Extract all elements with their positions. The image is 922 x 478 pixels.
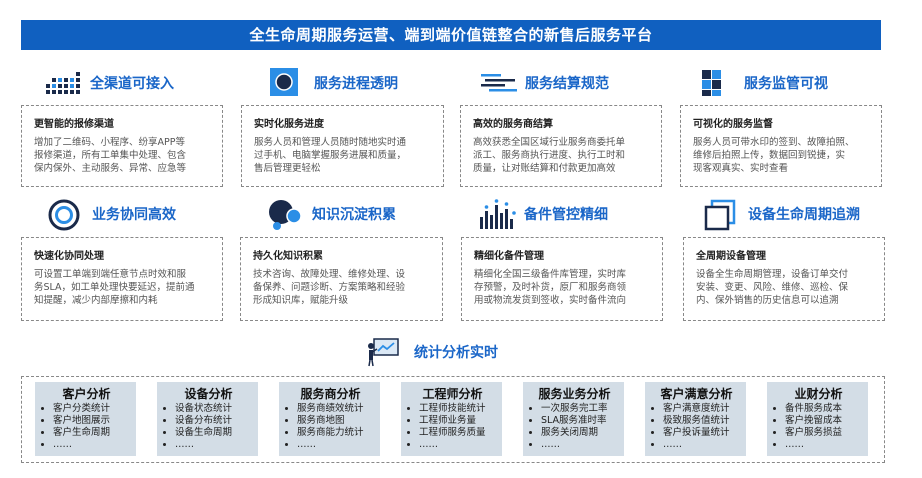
squares-icon	[700, 68, 734, 98]
feature-subtitle: 持久化知识积累	[253, 251, 323, 262]
feature-description: 可设置工单端到端任意节点时效和服务SLA，如工单处理快要延迟，提前通知提醒，减少…	[34, 269, 195, 306]
stat-group-list: 客户分类统计客户地图展示客户生命周期……	[41, 403, 132, 451]
stat-group-title: 服务业务分析	[538, 387, 611, 401]
feature-card-lifecycle: 全周期设备管理 设备全生命周期管理，设备订单交付安装、变更、风险、维修、巡检、保…	[683, 237, 885, 321]
stat-group-satisfaction: 客户满意分析 客户满意度统计极致服务值统计客户投诉量统计……	[645, 382, 746, 456]
stat-group-finance: 业财分析 备件服务成本客户挽留成本客户服务损益……	[767, 382, 868, 456]
feature-description: 设备全生命周期管理，设备订单交付安装、变更、风险、维修、巡检、保内、保外销售的历…	[696, 269, 849, 306]
lines-icon	[481, 68, 517, 98]
stat-group-device: 设备分析 设备状态统计设备分布统计设备生命周期……	[157, 382, 258, 456]
feature-title: 业务协同高效	[92, 207, 176, 223]
feature-header-supervision: 服务监管可视	[700, 68, 828, 98]
feature-description: 服务人员和管理人员随时随地实时通过手机、电脑掌握服务进展和质量，售后管理更轻松	[254, 137, 407, 174]
stat-group-title: 工程师分析	[422, 387, 483, 401]
stat-group-list: 工程师技能统计工程师业务量工程师服务质量……	[407, 403, 498, 451]
feature-title: 知识沉淀积累	[312, 207, 396, 223]
feature-subtitle: 更智能的报修渠道	[34, 119, 114, 130]
page-banner: 全生命周期服务运营、端到端价值链整合的新售后服务平台	[21, 20, 881, 50]
bar-chart-icon	[480, 199, 516, 229]
bar-grid-icon	[46, 68, 80, 98]
stats-header: 统计分析实时	[366, 337, 498, 367]
feature-subtitle: 精细化备件管理	[474, 251, 544, 262]
ring-icon	[48, 199, 82, 231]
feature-card-settlement: 高效的服务商结算 高效获悉全国区域行业服务商委托单派工、服务商执行进度、执行工时…	[460, 105, 662, 187]
stat-group-engineer: 工程师分析 工程师技能统计工程师业务量工程师服务质量……	[401, 382, 502, 456]
feature-subtitle: 实时化服务进度	[254, 119, 324, 130]
feature-subtitle: 快速化协同处理	[34, 251, 104, 262]
feature-header-lifecycle: 设备生命周期追溯	[704, 199, 860, 231]
stat-group-title: 服务商分析	[300, 387, 361, 401]
stats-container	[21, 376, 885, 463]
feature-description: 服务人员可带水印的签到、故障拍照、维修后拍照上传，数据回到锐捷，实现客观真实、实…	[693, 137, 855, 174]
feature-card-progress: 实时化服务进度 服务人员和管理人员随时随地实时通过手机、电脑掌握服务进展和质量，…	[241, 105, 444, 187]
stat-group-service: 服务业务分析 一次服务完工率SLA服务准时率服务关闭周期……	[523, 382, 624, 456]
stat-group-title: 客户分析	[62, 387, 111, 401]
stat-group-customer: 客户分析 客户分类统计客户地图展示客户生命周期……	[35, 382, 136, 456]
stat-group-list: 一次服务完工率SLA服务准时率服务关闭周期……	[529, 403, 620, 451]
feature-card-collaboration: 快速化协同处理 可设置工单端到端任意节点时效和服务SLA，如工单处理快要延迟，提…	[21, 237, 223, 321]
stat-group-title: 设备分析	[184, 387, 233, 401]
feature-title: 服务进程透明	[314, 76, 398, 92]
feature-title: 服务监管可视	[744, 76, 828, 92]
feature-header-collaboration: 业务协同高效	[48, 199, 176, 231]
stat-group-list: 服务商绩效统计服务商地图服务商能力统计……	[285, 403, 376, 451]
feature-card-knowledge: 持久化知识积累 技术咨询、故障处理、维修处理、设备保养、问题诊断、方案策略和经验…	[240, 237, 443, 321]
feature-card-channels: 更智能的报修渠道 增加了二维码、小程序、纷享APP等报修渠道，所有工单集中处理、…	[21, 105, 223, 187]
stat-group-list: 备件服务成本客户挽留成本客户服务损益……	[773, 403, 864, 451]
feature-description: 增加了二维码、小程序、纷享APP等报修渠道，所有工单集中处理、包含保内保外、主动…	[34, 137, 187, 174]
stat-group-provider: 服务商分析 服务商绩效统计服务商地图服务商能力统计……	[279, 382, 380, 456]
stat-group-list: 客户满意度统计极致服务值统计客户投诉量统计……	[651, 403, 742, 451]
stat-group-title: 业财分析	[794, 387, 843, 401]
stacked-squares-icon	[704, 199, 738, 231]
feature-header-channels: 全渠道可接入	[46, 68, 174, 98]
feature-card-supervision: 可视化的服务监督 服务人员可带水印的签到、故障拍照、维修后拍照上传，数据回到锐捷…	[680, 105, 882, 187]
feature-card-spare-parts: 精细化备件管理 精细化全国三级备件库管理，实时库存预警，及时补货，原厂和服务商领…	[461, 237, 663, 321]
feature-title: 备件管控精细	[524, 207, 608, 223]
presentation-icon	[366, 337, 400, 367]
bubbles-icon	[268, 199, 302, 230]
feature-header-progress: 服务进程透明	[270, 68, 398, 98]
stat-group-list: 设备状态统计设备分布统计设备生命周期……	[163, 403, 254, 451]
stats-title: 统计分析实时	[414, 345, 498, 361]
feature-subtitle: 高效的服务商结算	[473, 119, 553, 130]
stat-group-title: 客户满意分析	[660, 387, 733, 401]
feature-subtitle: 可视化的服务监督	[693, 119, 773, 130]
feature-header-spare-parts: 备件管控精细	[480, 199, 608, 229]
feature-subtitle: 全周期设备管理	[696, 251, 766, 262]
feature-header-knowledge: 知识沉淀积累	[268, 199, 396, 230]
target-square-icon	[270, 68, 304, 98]
feature-description: 高效获悉全国区域行业服务商委托单派工、服务商执行进度、执行工时和质量，让对账结算…	[473, 137, 626, 174]
feature-title: 全渠道可接入	[90, 76, 174, 92]
feature-description: 技术咨询、故障处理、维修处理、设备保养、问题诊断、方案策略和经验形成知识库，赋能…	[253, 269, 406, 306]
feature-title: 设备生命周期追溯	[748, 207, 860, 223]
feature-description: 精细化全国三级备件库管理，实时库存预警，及时补货，原厂和服务商领用或物流发货到签…	[474, 269, 627, 306]
feature-title: 服务结算规范	[525, 76, 609, 92]
feature-header-settlement: 服务结算规范	[481, 68, 609, 98]
